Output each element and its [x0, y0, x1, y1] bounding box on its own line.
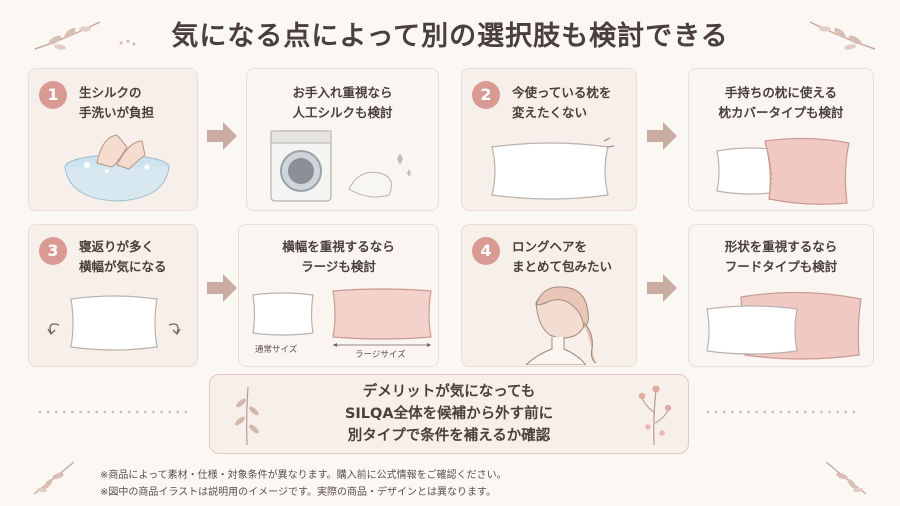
branch-decoration-icon — [33, 461, 75, 495]
hand-washing-basin-icon — [64, 134, 170, 202]
problem-text-line-1: 生シルクの — [79, 85, 142, 100]
dotted-divider-left — [38, 410, 188, 414]
solution-card-3: 横幅を重視するなら ラージも検討 通常サイズ ラージサイズ — [238, 224, 439, 367]
normal-size-caption: 通常サイズ — [255, 345, 298, 355]
solution-text-line-2: ラージも検討 — [301, 259, 376, 274]
summary-box: デメリットが気になっても SILQA全体を候補から外す前に 別タイプで条件を補え… — [209, 374, 689, 454]
flower-sprig-icon — [638, 385, 672, 446]
problem-text-line-2: まとめて包みたい — [512, 259, 613, 274]
problem-text-line-1: 今使っている枕を — [512, 85, 612, 100]
washing-machine-icon — [270, 130, 411, 202]
solution-text-line-2: 人工シルクも検討 — [292, 105, 393, 120]
problem-text-line-2: 手洗いが負担 — [79, 105, 155, 120]
leaf-sprig-icon — [235, 386, 259, 446]
step-number-badge: 3 — [39, 237, 67, 265]
solution-card-1: お手入れ重視なら 人工シルクも検討 — [246, 68, 439, 211]
arrow-right-icon — [647, 274, 677, 302]
arrow-right-icon — [207, 274, 237, 302]
step-number-badge: 1 — [39, 81, 67, 109]
pillow-cover-icon — [716, 137, 850, 205]
problem-text-line-2: 横幅が気になる — [79, 259, 167, 274]
branch-decoration-icon — [34, 21, 101, 50]
size-comparison-pillows-icon — [252, 288, 432, 347]
solution-card-4: 形状を重視するなら フードタイプも検討 — [688, 224, 874, 367]
solution-text-line-2: 枕カバータイプも検討 — [718, 105, 844, 120]
dotted-divider-right — [706, 410, 856, 414]
arrow-right-icon — [647, 122, 677, 150]
dots-decoration-icon — [119, 39, 136, 46]
problem-card-1: 1 生シルクの 手洗いが負担 — [28, 68, 198, 211]
problem-text-line-2: 変えたくない — [512, 105, 588, 120]
footnote-2: ※図中の商品イラストは説明用のイメージです。実際の商品・デザインとは異なります。 — [100, 487, 496, 498]
solution-text-line-2: フードタイプも検討 — [724, 259, 838, 274]
solution-text-line-1: お手入れ重視なら — [292, 85, 393, 100]
problem-card-4: 4 ロングヘアを まとめて包みたい — [461, 224, 637, 367]
summary-text: デメリットが気になっても SILQA全体を候補から外す前に 別タイプで条件を補え… — [210, 381, 688, 447]
arrow-right-icon — [207, 122, 237, 150]
page-title: 気になる点によって別の選択肢も検討できる — [171, 21, 729, 52]
hood-pillow-icon — [706, 291, 862, 360]
step-number-badge: 4 — [472, 237, 500, 265]
solution-text-line-1: 形状を重視するなら — [724, 239, 838, 254]
solution-text-line-1: 横幅を重視するなら — [282, 239, 395, 254]
summary-line-2: SILQA全体を候補から外す前に — [344, 406, 554, 422]
solution-text-line-1: 手持ちの枕に使える — [724, 85, 838, 100]
problem-text-line-1: 寝返りが多く — [79, 239, 155, 254]
problem-card-3: 3 寝返りが多く 横幅が気になる — [28, 224, 198, 367]
summary-line-3: 別タイプで条件を補えるか確認 — [347, 428, 551, 444]
pillow-icon — [491, 137, 615, 200]
wide-pillow-icon — [47, 295, 181, 351]
branch-decoration-icon — [825, 461, 867, 495]
problem-text-line-1: ロングヘアを — [512, 239, 588, 254]
large-size-caption: ラージサイズ — [355, 350, 406, 360]
long-hair-woman-icon — [525, 286, 597, 365]
step-number-badge: 2 — [472, 81, 500, 109]
branch-decoration-icon — [809, 21, 876, 50]
problem-card-2: 2 今使っている枕を 変えたくない — [461, 68, 637, 211]
footnote-1: ※商品によって素材・仕様・対象条件が異なります。購入前に公式情報をご確認ください… — [100, 470, 507, 481]
summary-line-1: デメリットが気になっても — [362, 384, 536, 400]
solution-card-2: 手持ちの枕に使える 枕カバータイプも検討 — [688, 68, 874, 211]
